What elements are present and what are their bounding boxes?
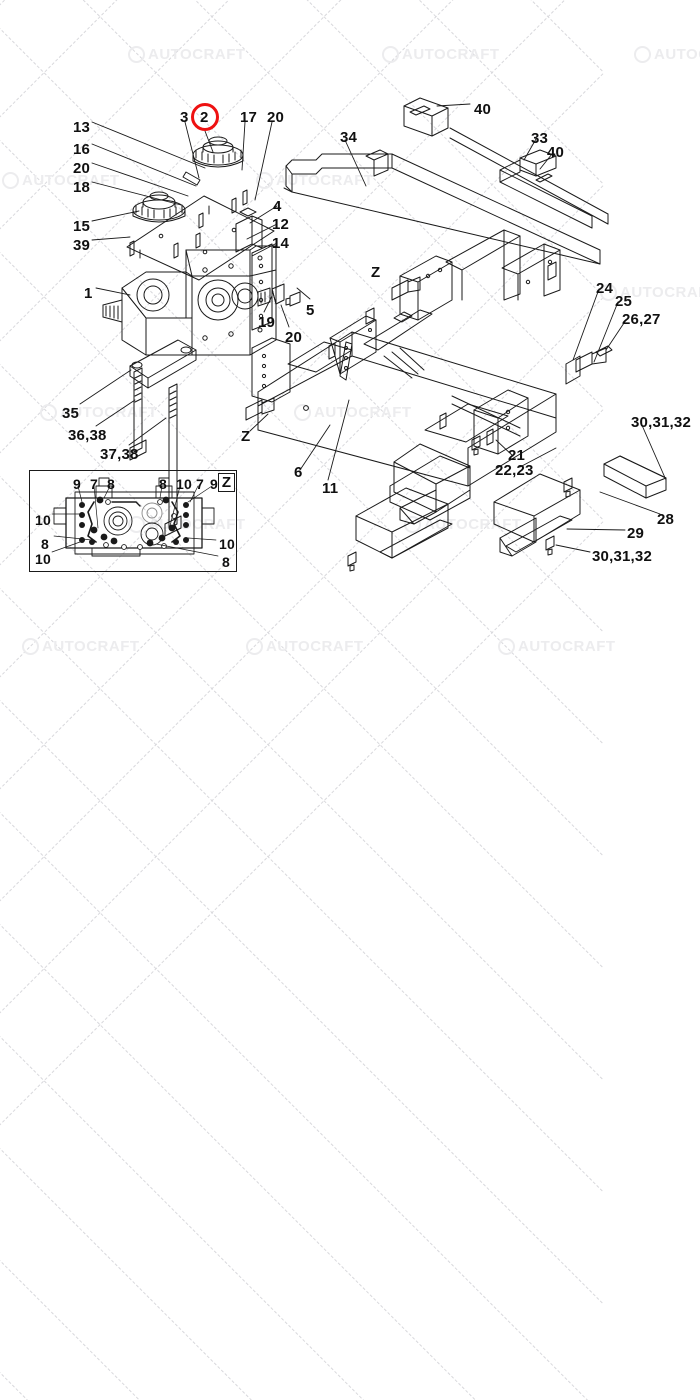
callout-label-Z[interactable]: Z xyxy=(241,428,251,445)
callout-label-12[interactable]: 12 xyxy=(272,216,290,233)
callout-label-40[interactable]: 40 xyxy=(474,101,492,118)
callout-label-24[interactable]: 24 xyxy=(596,280,614,297)
callout-label-26-27[interactable]: 26,27 xyxy=(622,311,661,328)
z-inset-artwork xyxy=(51,477,219,557)
callout-label-37-38[interactable]: 37,38 xyxy=(100,446,139,463)
watermark-gridline xyxy=(0,1224,603,1400)
callout-label-20[interactable]: 20 xyxy=(267,109,285,126)
z-inset-bolts xyxy=(79,496,189,547)
watermark-gridline xyxy=(0,776,603,1400)
right-brackets xyxy=(399,229,613,385)
callout-label-39[interactable]: 39 xyxy=(73,237,91,254)
leader-lines-left xyxy=(79,121,206,446)
line-art-svg xyxy=(51,97,667,572)
callout-label-11[interactable]: 11 xyxy=(322,480,339,497)
inset-callout-label-8[interactable]: 8 xyxy=(107,476,115,492)
callout-label-28[interactable]: 28 xyxy=(657,511,675,528)
inset-callout-label-8[interactable]: 8 xyxy=(222,554,230,570)
callout-label-25[interactable]: 25 xyxy=(615,293,633,310)
callout-label-15[interactable]: 15 xyxy=(73,218,91,235)
inset-callout-label-7[interactable]: 7 xyxy=(90,476,98,492)
inset-callout-label-8[interactable]: 8 xyxy=(41,536,49,552)
inset-callout-label-8[interactable]: 8 xyxy=(159,476,167,492)
callout-label-6[interactable]: 6 xyxy=(294,464,303,481)
inset-callout-label-10[interactable]: 10 xyxy=(176,476,192,492)
top-mounting-plate xyxy=(126,189,275,281)
diagram-artwork xyxy=(51,97,667,572)
callout-label-16[interactable]: 16 xyxy=(73,141,91,158)
bolt-Z-upper xyxy=(391,276,421,301)
inset-callout-label-10[interactable]: 10 xyxy=(219,536,235,552)
valve-caps xyxy=(132,136,244,223)
callout-label-17[interactable]: 17 xyxy=(240,109,258,126)
callout-label-Z[interactable]: Z xyxy=(371,264,381,281)
callout-label-3[interactable]: 3 xyxy=(180,109,189,126)
callout-label-30-31-32[interactable]: 30,31,32 xyxy=(631,414,691,431)
upper-right-panel xyxy=(403,97,609,229)
callout-label-30-31-32[interactable]: 30,31,32 xyxy=(592,548,652,565)
pump-assembly xyxy=(102,245,277,356)
callout-label-40[interactable]: 40 xyxy=(547,144,565,161)
callout-label-18[interactable]: 18 xyxy=(73,179,91,196)
callout-label-1[interactable]: 1 xyxy=(84,285,93,302)
highlight-circle-item-2 xyxy=(191,103,219,131)
bracket-19-20 xyxy=(271,283,301,307)
detail-inset-z-tag: Z xyxy=(218,473,235,492)
scoop-parts xyxy=(347,389,667,572)
callout-label-33[interactable]: 33 xyxy=(531,130,549,147)
watermark-gridline xyxy=(0,1112,603,1400)
callout-label-35[interactable]: 35 xyxy=(62,405,80,422)
callout-label-34[interactable]: 34 xyxy=(340,129,358,146)
callout-label-5[interactable]: 5 xyxy=(306,302,315,319)
watermark-gridline xyxy=(0,888,603,1400)
callout-label-4[interactable]: 4 xyxy=(273,198,282,215)
callout-label-21[interactable]: 21 xyxy=(508,447,526,464)
inset-callout-label-7[interactable]: 7 xyxy=(196,476,204,492)
side-plate-14 xyxy=(251,243,273,331)
callout-label-20[interactable]: 20 xyxy=(73,160,91,177)
inset-callout-label-9[interactable]: 9 xyxy=(210,476,218,492)
watermark-gridline xyxy=(0,664,603,1400)
callout-label-14[interactable]: 14 xyxy=(272,235,290,252)
fender-rail-34 xyxy=(283,149,601,265)
callout-label-19[interactable]: 19 xyxy=(258,314,276,331)
callout-label-36-38[interactable]: 36,38 xyxy=(68,427,107,444)
inset-callout-label-10[interactable]: 10 xyxy=(35,512,51,528)
chassis-main-rail xyxy=(245,331,557,487)
leader-lines-top xyxy=(184,121,311,328)
callout-label-20[interactable]: 20 xyxy=(285,329,303,346)
inset-callout-label-9[interactable]: 9 xyxy=(73,476,81,492)
leader-lines-right xyxy=(249,103,667,553)
callout-label-2[interactable]: 2 xyxy=(200,109,209,126)
inset-callout-label-10[interactable]: 10 xyxy=(35,551,51,567)
callout-label-22-23[interactable]: 22,23 xyxy=(495,462,534,479)
detail-inset-z-box xyxy=(29,470,237,572)
watermark-gridline xyxy=(0,1000,603,1400)
callout-label-13[interactable]: 13 xyxy=(73,119,91,136)
callout-label-29[interactable]: 29 xyxy=(627,525,645,542)
